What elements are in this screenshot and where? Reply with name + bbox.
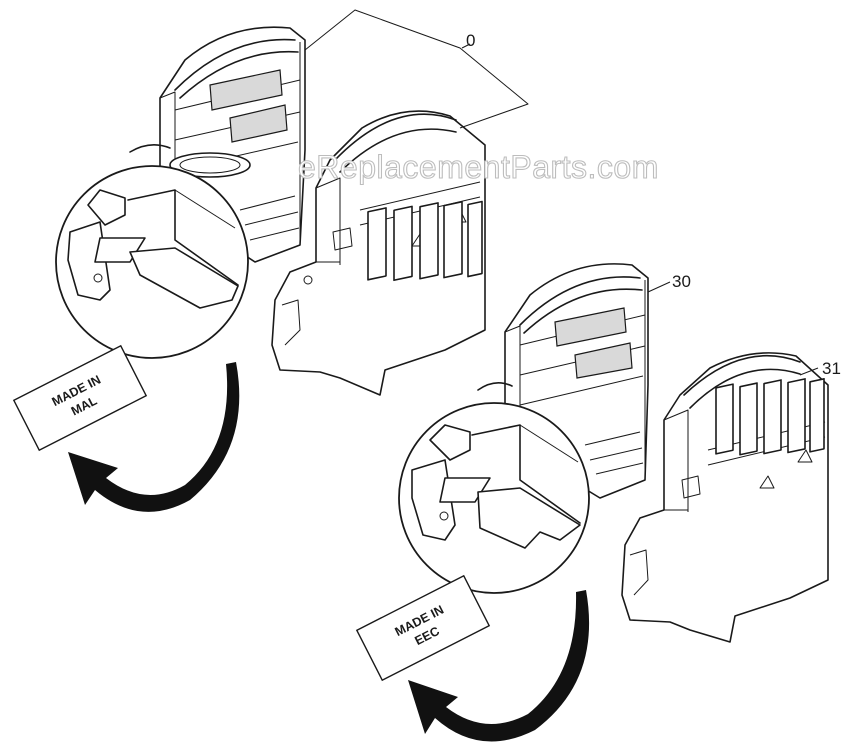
callout-31: 31 (822, 359, 841, 378)
watermark-text: eReplacementParts.com (298, 149, 659, 185)
callout-0: 0 (466, 31, 475, 50)
callout-31-leader (799, 367, 819, 376)
top-outer-cover (271, 110, 486, 396)
left-magnifier-detail (55, 165, 249, 359)
callout-30-leader (647, 281, 671, 293)
left-curved-arrow (68, 362, 240, 512)
label-made-in-mal: MADE IN MAL (12, 344, 148, 452)
callout-30: 30 (672, 272, 691, 291)
right-magnifier-detail (398, 402, 590, 594)
right-curved-arrow (408, 590, 590, 742)
right-outer-cover (621, 352, 829, 643)
label-made-in-eec: MADE IN EEC (355, 574, 491, 682)
callout-0-leaders (304, 9, 529, 129)
